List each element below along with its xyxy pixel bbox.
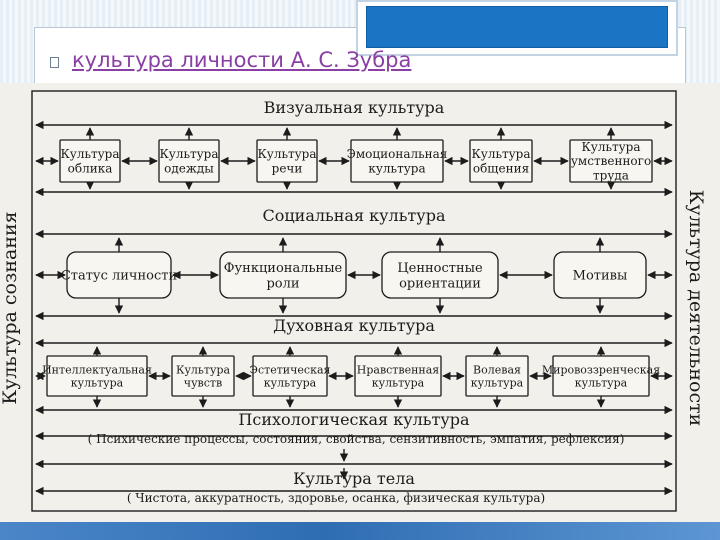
- visual-box-box-4: [350, 139, 444, 183]
- social-box-box-2-label-line-1: Функциональные: [224, 261, 343, 276]
- band-title-body: Культура тела: [293, 469, 415, 488]
- band-subtitle-body: ( Чистота, аккуратность, здоровье, осанк…: [127, 491, 545, 505]
- social-box-box-3-label-line-2: ориентации: [399, 276, 481, 291]
- visual-box-box-3-label-line-1: Культура: [257, 147, 316, 161]
- spiritual-box-box-3: [252, 355, 328, 397]
- side-label-right: Культура деятельности: [685, 190, 707, 427]
- visual-box-box-1: [59, 139, 121, 183]
- visual-box-box-2-label-line-1: Культура: [159, 147, 218, 161]
- band-title-social: Социальная культура: [263, 206, 446, 225]
- spiritual-box-box-6-label-line-2: культура: [575, 376, 628, 389]
- spiritual-box-box-4-label-line-1: Нравственная: [357, 363, 440, 376]
- heading-link[interactable]: культура личности А. С. Зубра: [72, 48, 412, 72]
- band-title-psych: Психологическая культура: [238, 410, 470, 429]
- bottom-decor-band: [0, 522, 720, 540]
- spiritual-box-box-1-label-line-2: культура: [71, 376, 124, 389]
- diagram-figure: Культура сознания Культура деятельности Ви…: [0, 83, 720, 523]
- diagram-outer-frame: [31, 90, 677, 512]
- spiritual-box-box-4-label-line-2: культура: [372, 376, 425, 389]
- social-box-box-2-label-line-2: роли: [266, 276, 299, 291]
- social-box-box-3: [381, 251, 499, 299]
- visual-box-box-1-label-line-1: Культура: [60, 147, 119, 161]
- title-placeholder-fill: [366, 6, 668, 48]
- visual-box-box-3-label-line-2: речи: [272, 161, 303, 175]
- spiritual-box-box-6: [552, 355, 650, 397]
- visual-box-box-6-label-line-2: умственного: [571, 154, 651, 168]
- spiritual-box-box-1-label-line-1: Интеллектуальная: [42, 363, 152, 376]
- bullet-icon: [50, 57, 59, 68]
- diagram-svg: Культура сознания Культура деятельности Ви…: [0, 90, 707, 512]
- side-label-left: Культура сознания: [0, 211, 21, 404]
- social-box-box-4: [553, 251, 647, 299]
- visual-box-box-6-label-line-1: Культура: [581, 140, 640, 154]
- band-title-spiritual: Духовная культура: [273, 316, 435, 335]
- visual-box-box-5-label-line-1: Культура: [471, 147, 530, 161]
- visual-box-box-1-label-line-2: облика: [68, 161, 113, 175]
- spiritual-box-box-2-label-line-1: Культура: [176, 363, 231, 376]
- spiritual-box-box-5: [465, 355, 529, 397]
- band-title-visual: Визуальная культура: [264, 98, 445, 117]
- social-box-box-4-label-line-1: Мотивы: [573, 269, 628, 284]
- visual-box-box-6: [569, 139, 653, 183]
- visual-box-box-4-label-line-2: культура: [368, 161, 425, 175]
- visual-box-box-4-label-line-1: Эмоциональная: [347, 147, 448, 161]
- social-box-box-3-label-line-1: Ценностные: [397, 261, 483, 276]
- visual-box-box-2-label-line-2: одежды: [164, 161, 214, 175]
- social-box-box-2: [219, 251, 347, 299]
- spiritual-box-box-3-label-line-2: культура: [264, 376, 317, 389]
- spiritual-box-box-2-label-line-2: чувств: [184, 376, 222, 389]
- spiritual-box-box-3-label-line-1: Эстетическая: [250, 363, 331, 376]
- band-subtitle-psych: ( Психические процессы, состояния, свойс…: [88, 432, 625, 446]
- visual-box-box-6-label-line-3: труда: [593, 169, 629, 183]
- spiritual-box-box-4: [354, 355, 442, 397]
- visual-box-box-5: [469, 139, 533, 183]
- social-box-box-1-label-line-1: Статус личности: [61, 269, 177, 284]
- social-box-box-1: [66, 251, 172, 299]
- title-placeholder-block: [356, 0, 678, 56]
- spiritual-box-box-1: [46, 355, 148, 397]
- spiritual-box-box-6-label-line-1: Мировоззренческая: [542, 363, 660, 376]
- visual-box-box-5-label-line-2: общения: [473, 161, 529, 175]
- visual-box-box-3: [256, 139, 318, 183]
- visual-box-box-2: [158, 139, 220, 183]
- spiritual-box-box-2: [171, 355, 235, 397]
- spiritual-box-box-5-label-line-2: культура: [471, 376, 524, 389]
- spiritual-box-box-5-label-line-1: Волевая: [473, 363, 521, 376]
